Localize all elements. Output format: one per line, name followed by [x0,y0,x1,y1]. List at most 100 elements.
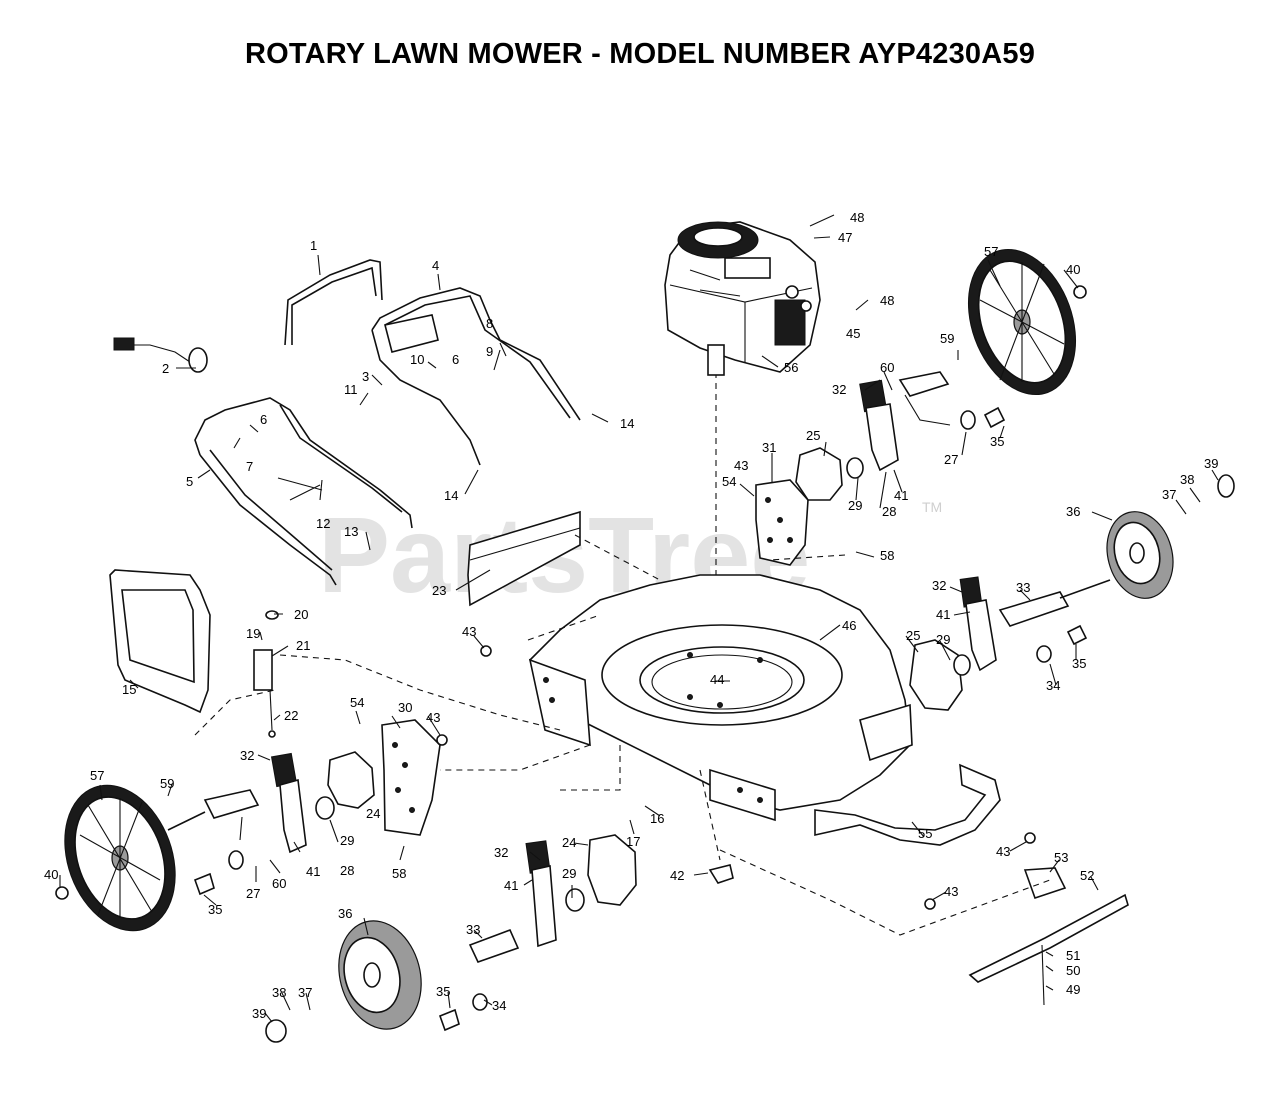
callout-55: 55 [918,826,932,841]
star-plate-mid [909,639,963,711]
callout-38-b: 38 [272,985,286,1000]
callout-54-b: 54 [350,695,364,710]
height-lever-rear-right [859,371,951,472]
callout-47: 47 [838,230,852,245]
callout-53: 53 [1054,850,1068,865]
callout-23: 23 [432,583,446,598]
callout-27-b: 27 [246,886,260,901]
washer-29-upper [846,457,864,479]
height-lever-front-left [468,840,557,963]
assembly-lines [194,534,1051,936]
bolt-35-b [1066,624,1088,646]
callout-60-right: 60 [880,360,894,375]
engine [664,221,821,373]
nut-40-a [1073,285,1087,299]
callout-32-b: 32 [932,578,946,593]
callout-3: 3 [362,369,369,384]
washer-29-left [315,796,335,820]
callout-15: 15 [122,682,136,697]
callout-34-b: 34 [492,998,506,1013]
callout-51: 51 [1066,948,1080,963]
callout-35-c: 35 [208,902,222,917]
callout-14-right: 14 [620,416,634,431]
hub-cap-right [1217,474,1235,498]
callout-49: 49 [1066,982,1080,997]
callout-40-left: 40 [44,867,58,882]
rear-left-wheel [64,784,176,932]
engine-shaft [707,344,725,376]
callout-32-a: 32 [832,382,846,397]
blade-bolt-line [1041,944,1045,1006]
front-left-wheel [338,920,422,1030]
callout-1: 1 [310,238,317,253]
callout-41-a: 41 [894,488,908,503]
mower-deck [528,574,913,822]
callout-58-b: 58 [392,866,406,881]
callout-25-b: 25 [906,628,920,643]
callout-31: 31 [762,440,776,455]
star-plate-upper [795,447,843,501]
height-lever-rear-left [167,752,307,854]
callout-43-a: 43 [734,458,748,473]
bolt-35-c [193,872,215,896]
callout-29-d: 29 [562,866,576,881]
callout-8: 8 [486,316,493,331]
callout-50: 50 [1066,963,1080,978]
callout-22: 22 [284,708,298,723]
callout-6-left: 6 [260,412,267,427]
callout-25-a: 25 [806,428,820,443]
bolt-35-d [438,1008,460,1032]
callout-5: 5 [186,474,193,489]
nut-43-b [436,734,448,746]
callout-13: 13 [344,524,358,539]
cutting-blade [968,893,1129,983]
callout-33-a: 33 [1016,580,1030,595]
callout-43-e: 43 [944,884,958,899]
upper-handle [371,287,581,466]
callout-16: 16 [650,811,664,826]
callout-46: 46 [842,618,856,633]
mounting-bracket [253,610,279,738]
callout-57-right: 57 [984,244,998,259]
bolt-35-a [983,406,1006,429]
callout-43-c: 43 [426,710,440,725]
washer-34-lower [472,993,488,1011]
callout-27-a: 27 [944,452,958,467]
callout-59-left: 59 [160,776,174,791]
nut-43-d [924,898,936,910]
callout-56: 56 [784,360,798,375]
callout-19: 19 [246,626,260,641]
callout-41-c: 41 [306,864,320,879]
callout-58-a: 58 [880,548,894,563]
callout-39-b: 39 [252,1006,266,1021]
star-plate-lower [587,834,637,906]
callout-32-d: 32 [494,845,508,860]
callout-14-lower: 14 [444,488,458,503]
callout-2: 2 [162,361,169,376]
callout-43-d: 43 [996,844,1010,859]
callout-43-b: 43 [462,624,476,639]
height-lever-front-right [959,576,1111,672]
callout-24-a: 24 [366,806,380,821]
callout-29-b: 29 [936,632,950,647]
nut-40-b [55,886,69,900]
callout-37-b: 37 [298,985,312,1000]
washer-27-upper [960,410,976,430]
callout-48-mid: 48 [880,293,894,308]
callout-28-b: 28 [340,863,354,878]
callout-40-right: 40 [1066,262,1080,277]
callout-34-a: 34 [1046,678,1060,693]
callout-54-a: 54 [722,474,736,489]
callout-59-right: 59 [940,331,954,346]
callout-11: 11 [344,382,358,397]
nut-43-c [1024,832,1036,844]
throttle-cable [113,337,208,373]
deflector-shield [814,763,1001,846]
callout-7: 7 [246,459,253,474]
callout-36-a: 36 [1066,504,1080,519]
leader-lines [59,214,1219,1023]
rear-right-wheel [967,248,1077,396]
callout-35-d: 35 [436,984,450,999]
callout-17: 17 [626,834,640,849]
